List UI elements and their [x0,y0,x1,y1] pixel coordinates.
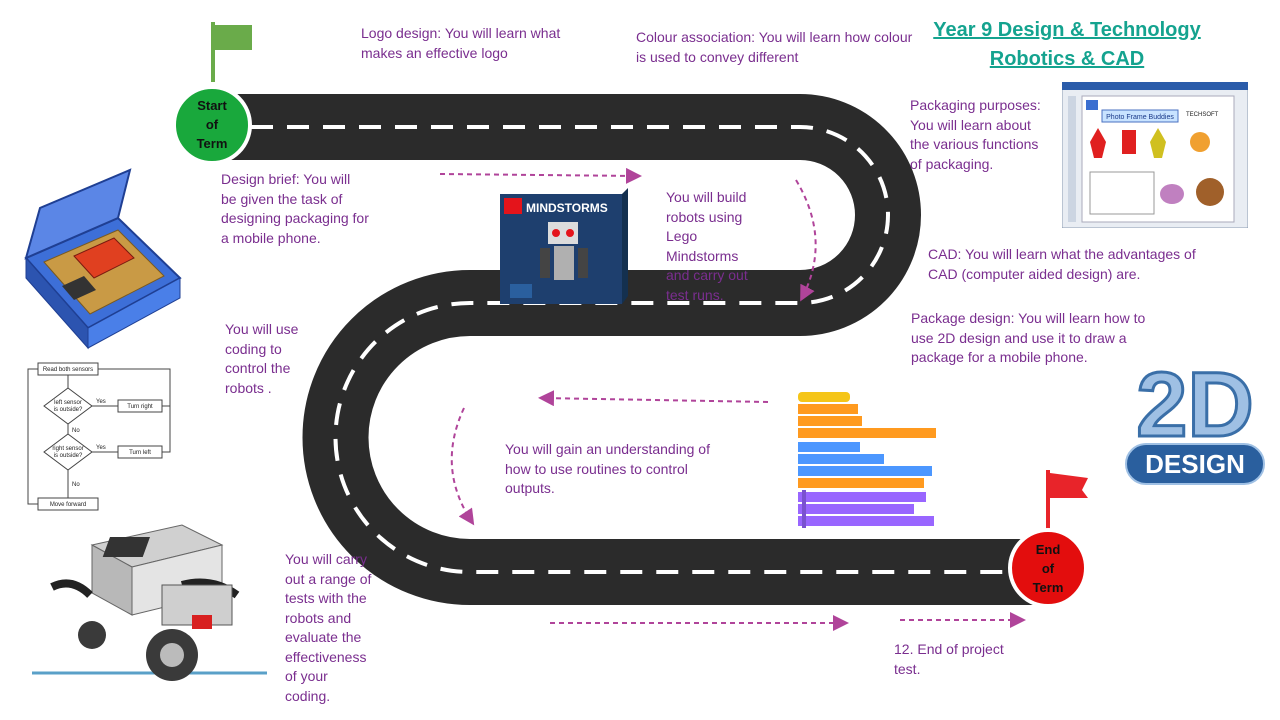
svg-text:TECHSOFT: TECHSOFT [1186,112,1219,118]
svg-text:Yes: Yes [96,399,106,405]
note-logo-design: Logo design: You will learn what makes a… [361,25,561,61]
cad-screenshot-image: Photo Frame Buddies TECHSOFT [1062,82,1248,228]
arrow-curve-left [450,407,475,526]
svg-text:Read both sensors: Read both sensors [43,367,93,373]
note-end-test: 12. End of project test. [894,641,1004,677]
svg-text:Turn left: Turn left [129,450,151,456]
svg-text:MINDSTORMS: MINDSTORMS [526,201,608,215]
svg-text:No: No [72,482,80,488]
packaging-box-image [24,168,182,350]
title-line-1: Year 9 Design & Technology [933,19,1201,41]
svg-text:right sensor: right sensor [52,446,83,452]
note-coding: You will use coding to control the robot… [225,321,299,396]
2d-design-logo-image: 2D DESIGN [1125,353,1265,485]
note-colour-association: Colour association: You will learn how c… [636,29,913,65]
svg-text:Photo Frame Buddies: Photo Frame Buddies [1106,114,1174,121]
note-cad: CAD: You will learn what the advantages … [928,246,1196,282]
note-package-design: Package design: You will learn how to us… [911,310,1146,365]
title-line-2: Robotics & CAD [989,48,1145,70]
note-tests: You will carry out a range of tests with… [285,551,372,704]
svg-text:Term: Term [197,136,228,151]
svg-text:Term: Term [1033,580,1064,595]
svg-text:is outside?: is outside? [54,453,83,459]
svg-text:Start: Start [197,98,227,113]
note-build-robots: You will build robots using Lego Mindsto… [666,189,748,303]
end-flag-icon [1046,470,1088,532]
page-title: Year 9 Design & Technology Robotics & CA… [926,16,1208,74]
direction-arrows [439,167,1026,631]
arrow-left-middle [538,390,769,407]
svg-text:DESIGN: DESIGN [1145,449,1245,479]
note-routines: You will gain an understanding of how to… [505,441,710,496]
lego-robot-image [32,524,267,681]
arrow-right-top [439,167,642,184]
road-centre-line [215,125,1050,574]
note-design-brief: Design brief: You will be given the task… [221,171,369,246]
note-packaging-purposes: Packaging purposes: You will learn about… [910,97,1041,172]
end-marker: End of Term [1008,528,1088,608]
svg-text:2D: 2D [1136,354,1254,456]
start-flag-icon [211,22,252,82]
code-blocks-image [798,392,936,528]
arrow-curve-right [795,179,817,302]
start-marker: Start of Term [172,85,252,165]
mindstorms-box-image: MINDSTORMS [500,188,628,304]
svg-text:No: No [72,428,80,434]
svg-text:of: of [206,117,219,132]
flowchart-image: Read both sensors left sensor is outside… [27,362,171,511]
svg-text:Turn right: Turn right [127,404,153,410]
svg-text:of: of [1042,561,1055,576]
svg-text:End: End [1036,542,1061,557]
svg-text:Move forward: Move forward [50,502,86,508]
svg-text:Yes: Yes [96,445,106,451]
svg-text:is outside?: is outside? [54,407,83,413]
svg-text:left sensor: left sensor [54,400,82,406]
